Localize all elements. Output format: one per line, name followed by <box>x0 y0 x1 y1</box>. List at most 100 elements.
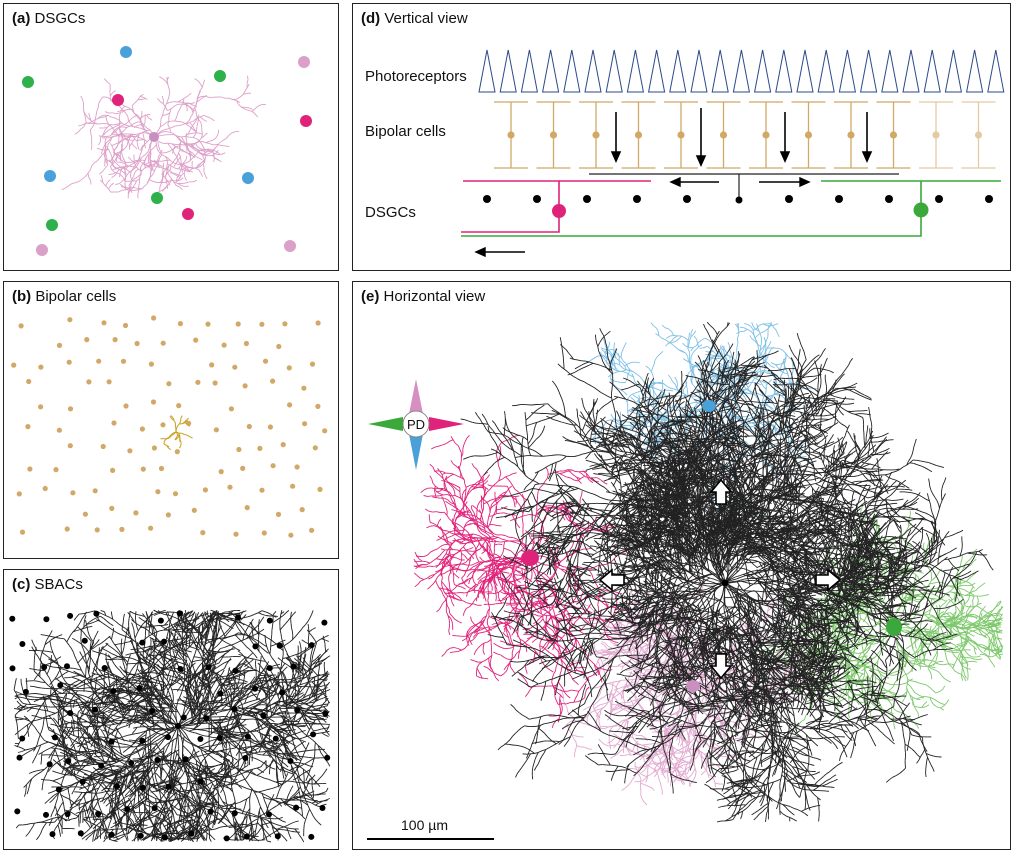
sbac-dendritic-arbor <box>13 609 331 843</box>
bipolar-cell-soma <box>127 448 133 454</box>
bipolar-cells-label: Bipolar cells <box>365 123 446 140</box>
sbac-soma <box>51 734 58 741</box>
sbac-soma <box>41 664 48 671</box>
sbac-soma <box>252 643 259 650</box>
bipolar-cell-soma <box>119 526 125 532</box>
sbac-soma <box>197 778 204 785</box>
sbac-soma <box>244 733 251 740</box>
excitation-arrow <box>610 112 622 163</box>
bipolar-cell-soma <box>148 525 154 531</box>
sbac-soma <box>22 688 29 695</box>
bipolar-cell-soma <box>287 402 293 408</box>
sbac-soma <box>95 810 102 817</box>
photoreceptor-cone <box>817 49 835 93</box>
photoreceptor-cone <box>647 49 666 93</box>
bipolar-cell-soma <box>53 467 59 473</box>
bipolar-cell-soma <box>294 464 300 470</box>
sbac-soma <box>139 784 146 791</box>
sbac-soma <box>272 735 279 742</box>
sbac-soma <box>279 689 286 696</box>
dsgc-green-soma <box>886 618 902 636</box>
bipolar-cell-soma <box>122 322 129 329</box>
sbac-soma <box>260 712 267 719</box>
sbac-soma <box>182 756 189 763</box>
panel-c-label: (c) SBACs <box>12 576 83 593</box>
sbac-soma <box>266 665 273 672</box>
bipolar-cell-soma <box>70 490 76 496</box>
bipolar-cell-soma <box>134 340 140 347</box>
sbac-soma <box>124 806 131 812</box>
panel-d-label: (d) Vertical view <box>361 10 468 27</box>
bipolar-cell-soma <box>280 442 286 448</box>
sbac-soma <box>180 714 187 721</box>
dsgc-soma-blue <box>242 172 254 184</box>
sbac-soma <box>49 831 56 838</box>
bipolar-cell-soma <box>106 379 112 385</box>
bipolar-cell-soma <box>56 342 63 348</box>
dsgc-soma-blue <box>120 46 132 58</box>
ganglion-layer-dot <box>785 195 793 203</box>
ganglion-layer-dot <box>533 195 541 203</box>
panel-b-figure <box>11 315 328 538</box>
bipolar-cell-soma <box>302 421 308 427</box>
sbac-soma <box>266 617 273 624</box>
bipolar-cell-soma <box>270 463 276 469</box>
panel-b-bipolar-cells: (b) Bipolar cells <box>3 281 339 559</box>
dsgc-soma-green <box>46 219 58 231</box>
bipolar-cell <box>706 101 741 169</box>
bipolar-cell-soma <box>228 406 234 412</box>
dsgc-soma-magenta <box>182 208 194 220</box>
sbac-soma <box>175 723 181 729</box>
bipolar-cell-soma <box>227 484 233 490</box>
bipolar-cell-soma <box>84 337 90 343</box>
sbac-soma <box>321 619 328 626</box>
bipolar-cell-soma <box>67 317 73 323</box>
direction-compass-icon <box>368 379 464 470</box>
bipolar-cell <box>621 101 656 169</box>
bipolar-cell-soma <box>101 320 107 326</box>
bipolar-cell-soma <box>267 424 273 430</box>
ganglion-layer-dot <box>935 195 943 203</box>
dsgcs-label: DSGCs <box>365 204 416 221</box>
bipolar-cell-soma <box>140 466 146 472</box>
bipolar-cell-soma <box>38 364 44 370</box>
bipolar-cell-soma <box>67 406 74 412</box>
bipolar-cell-soma <box>109 505 115 511</box>
sbac-direction-arrows <box>669 176 811 188</box>
bipolar-cell-soma <box>299 507 305 513</box>
sbac-soma <box>188 830 195 837</box>
bipolar-cell-soma <box>235 321 241 327</box>
sbac-mosaic <box>9 610 331 842</box>
sbac-soma <box>79 778 86 785</box>
panel-a-dsgcs: (a) DSGCs <box>3 3 339 271</box>
bipolar-cell-soma <box>19 529 26 535</box>
bipolar-cell-soma <box>133 510 139 516</box>
bipolar-cell-soma <box>317 486 323 492</box>
photoreceptor-cone <box>605 49 623 93</box>
sbac-soma <box>9 665 16 672</box>
photoreceptor-cone <box>965 49 984 93</box>
sbac-soma <box>108 831 115 838</box>
bipolar-cell-soma <box>92 488 98 494</box>
sbac-soma <box>217 690 224 697</box>
panel-c-sbacs: (c) SBACs <box>3 569 339 850</box>
bipolar-cell-mosaic <box>11 315 328 538</box>
sbac-arbor <box>460 321 994 823</box>
bipolar-cell-soma <box>25 424 31 430</box>
bipolar-cell-soma <box>64 526 70 532</box>
sbac-soma <box>235 614 241 621</box>
ganglion-layer-dot <box>633 195 641 203</box>
sbac-soma <box>290 663 297 670</box>
bipolar-cell-soma <box>123 403 129 409</box>
photoreceptor-cone <box>478 49 496 93</box>
outline-arrow-icon <box>598 478 842 680</box>
sbac-soma <box>110 688 117 694</box>
bipolar-cell-soma <box>218 469 224 475</box>
sbac-soma <box>46 761 53 768</box>
sbac-soma <box>101 665 108 671</box>
photoreceptors-label: Photoreceptors <box>365 68 467 85</box>
photoreceptor-cone <box>753 49 772 93</box>
sbac-soma <box>43 811 49 818</box>
photoreceptor-cone <box>626 49 645 93</box>
bipolar-cell-soma <box>160 340 166 346</box>
